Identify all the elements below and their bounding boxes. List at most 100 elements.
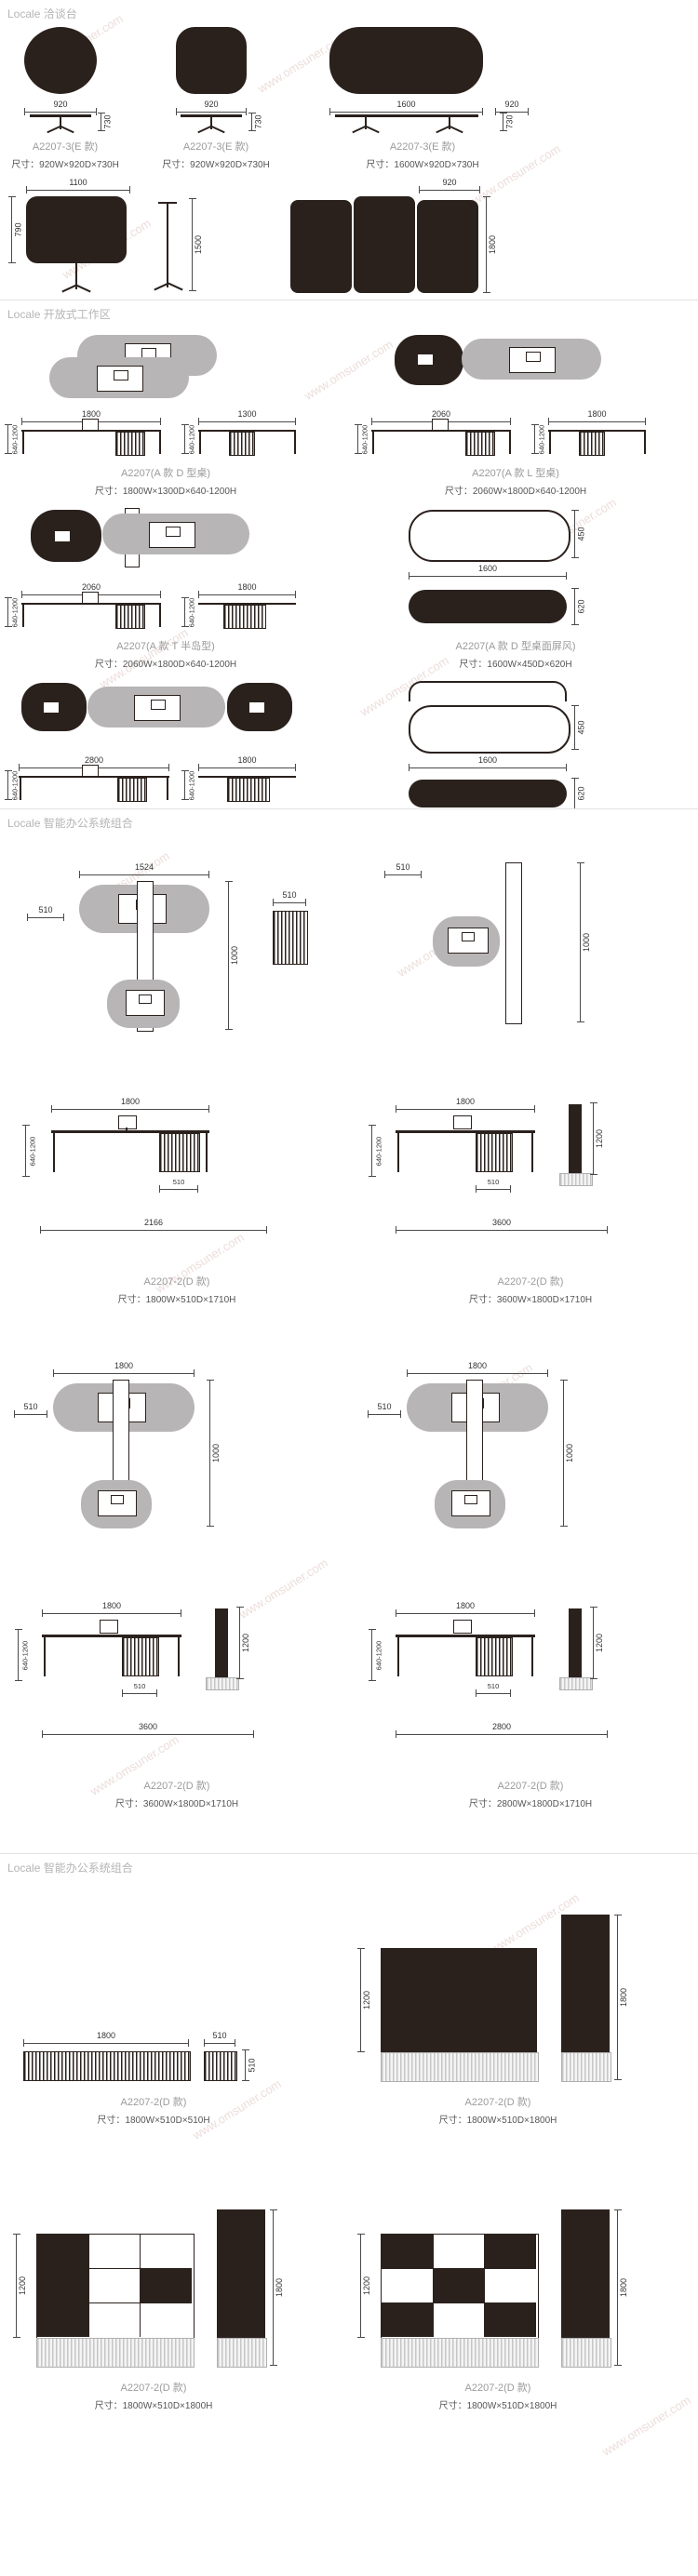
desk-screen-top: [451, 1490, 490, 1516]
pedestal-drawers: [465, 432, 495, 456]
section-open-workstations: Locale 开放式工作区 1800 640-1200 1300: [0, 300, 698, 808]
dimension-label: 730: [102, 114, 113, 129]
drawing-board-stand: 1100 790 1500: [8, 178, 242, 297]
dimension-label: 450: [576, 720, 586, 735]
product-item: 1100 790 1500 A2207-3(黑板架) 尺寸：1100W×1500…: [8, 178, 242, 300]
drawing-t-desk: 2060 640-1200 1800 640-1200: [5, 508, 324, 631]
pedestal-drawers: [122, 1637, 159, 1676]
product-item: 1600 450 620 A2207(A 款 D 型桌面屏风) 尺寸：1600W…: [357, 508, 674, 670]
dimension-label: 640-1200: [187, 424, 196, 454]
desk-leg: [531, 1637, 533, 1676]
monitor-front: [82, 419, 99, 431]
dimension-desk-width: 1800: [51, 1097, 209, 1113]
dimension-label: 790: [13, 222, 23, 237]
tabletop-top-view: [24, 27, 97, 94]
dimension-height-range: 640-1200: [181, 424, 197, 454]
dimension-pedestal-width: 510: [476, 1177, 511, 1193]
pedestal-drawers: [159, 1133, 200, 1172]
dimension-top-depth: 1000: [560, 1380, 576, 1527]
desk-leg: [167, 778, 168, 800]
product-code: A2207-2(D 款): [497, 1276, 564, 1288]
dimension-height: 730: [500, 113, 516, 131]
dimension-height: 1800: [270, 2209, 286, 2366]
desk-leg: [44, 1637, 46, 1676]
dimension-height-range: 640-1200: [369, 1125, 384, 1177]
dimension-label: 1800: [619, 2277, 629, 2298]
screen-divider-top: [505, 862, 522, 1024]
dimension-overall-width: 3600: [396, 1218, 608, 1234]
desk-screen-top: [126, 990, 165, 1016]
cabinet-base: [217, 2338, 267, 2368]
dimension-height: 1800: [483, 196, 499, 293]
dimension-body-height: 1200: [357, 1948, 373, 2052]
screen-panel: [417, 200, 478, 293]
desk-leg: [531, 1133, 533, 1172]
dimension-label: 640-1200: [360, 424, 369, 454]
desk-front-view: [396, 1130, 535, 1133]
desk-leg: [509, 432, 511, 454]
drawing-smart-desk: 1000 510 1800 640-1200 1200 510 3600: [368, 857, 693, 1266]
desk-front-view: [51, 1130, 209, 1133]
dimension-label: 1200: [362, 2276, 372, 2296]
caption: A2207-3(E 款) 尺寸：920W×920D×730H: [11, 139, 119, 170]
tabletop-front-view: [335, 114, 478, 117]
product-item: 1800 1000 510 1800 640-1200: [368, 1361, 693, 1809]
dimension-label: 640-1200: [374, 1136, 383, 1166]
monitor-icon: [166, 527, 181, 537]
tabletop-front-view: [181, 114, 242, 117]
pedestal-drawers: [115, 605, 145, 629]
caption: A2207-2(D 款) 尺寸：2800W×1800D×1710H: [469, 1778, 592, 1809]
desk-leg: [294, 432, 296, 454]
dimension-label: 640-1200: [537, 424, 546, 454]
product-code: A2207-3(E 款): [182, 141, 249, 153]
dimension-overall-width: 2166: [40, 1218, 267, 1234]
dimension-overall-width: 2800: [396, 1722, 608, 1738]
cabinet-front-view: [381, 2234, 539, 2340]
drawing-l-desk: 2060 640-1200 1800 640-1200: [355, 335, 674, 458]
product-size: 尺寸：1800W×510D×1710H: [117, 1295, 236, 1305]
tabletop-top-view: [329, 27, 483, 94]
desk-leg: [644, 432, 646, 454]
product-code: A2207(A 款 D 型桌): [121, 468, 210, 479]
pedestal-drawers: [117, 778, 147, 802]
dimension-label: 1800: [619, 1987, 629, 2008]
dimension-depth: 450: [571, 705, 587, 750]
monitor-icon: [114, 370, 128, 380]
desk-leg: [372, 432, 374, 454]
dimension-label: 730: [253, 114, 263, 129]
dimension-width: 1600: [409, 564, 567, 580]
dimension-pedestal-width: 510: [122, 1681, 157, 1697]
dimension-height: 730: [248, 113, 264, 131]
drawing-smart-desk: 1800 1000 510 1800 640-1200: [368, 1361, 693, 1770]
section-title: Locale 开放式工作区: [7, 308, 111, 321]
panel-base: [559, 1173, 593, 1186]
product-item: 920 730 A2207-3(E 款) 尺寸：920W×920D×730H: [9, 27, 121, 170]
product-item: 1000 510 1800 640-1200 1200 510 3600: [368, 857, 693, 1305]
product-item: 920 1800 A2207-3(屏风) 尺寸：2760W×1800H: [279, 178, 512, 300]
pedestal-drawers: [476, 1637, 513, 1676]
caption: A2207-2(D 款) 尺寸：1800W×510D×1800H: [95, 2380, 213, 2411]
desk-front-view: [21, 430, 161, 432]
desk-leg: [22, 432, 24, 454]
section-title: Locale 智能办公系统组合: [7, 817, 133, 830]
dimension-desk-width: 1800: [396, 1097, 535, 1113]
monitor-icon: [139, 994, 152, 1004]
product-item: 2060 640-1200 1800 640-1200 A2207(A 款 T …: [5, 508, 324, 670]
pedestal-side-view: [273, 911, 308, 965]
product-code: A2207-2(D 款): [464, 2382, 531, 2394]
shelf-line: [382, 2268, 536, 2269]
cabinet-base: [381, 2338, 539, 2368]
monitor-icon: [464, 1495, 477, 1504]
cabinet-door: [382, 2235, 433, 2268]
monitor-icon: [248, 701, 265, 714]
screen-panel-front: [569, 1608, 582, 1677]
dimension-body-height: 1200: [357, 2234, 373, 2338]
shelf-divider: [433, 2235, 434, 2337]
dimension-width: 920: [176, 100, 247, 115]
board-panel: [26, 196, 127, 263]
drawing-low-cabinet: 1800 510 510: [14, 2031, 293, 2087]
product-size: 尺寸：1800W×510D×510H: [97, 2116, 210, 2126]
desk-leg: [397, 1637, 399, 1676]
product-item: 2800 640-1200 1800 640-1200 A2207(A 款组合双…: [5, 681, 324, 808]
section-title: Locale 洽谈台: [7, 7, 77, 20]
